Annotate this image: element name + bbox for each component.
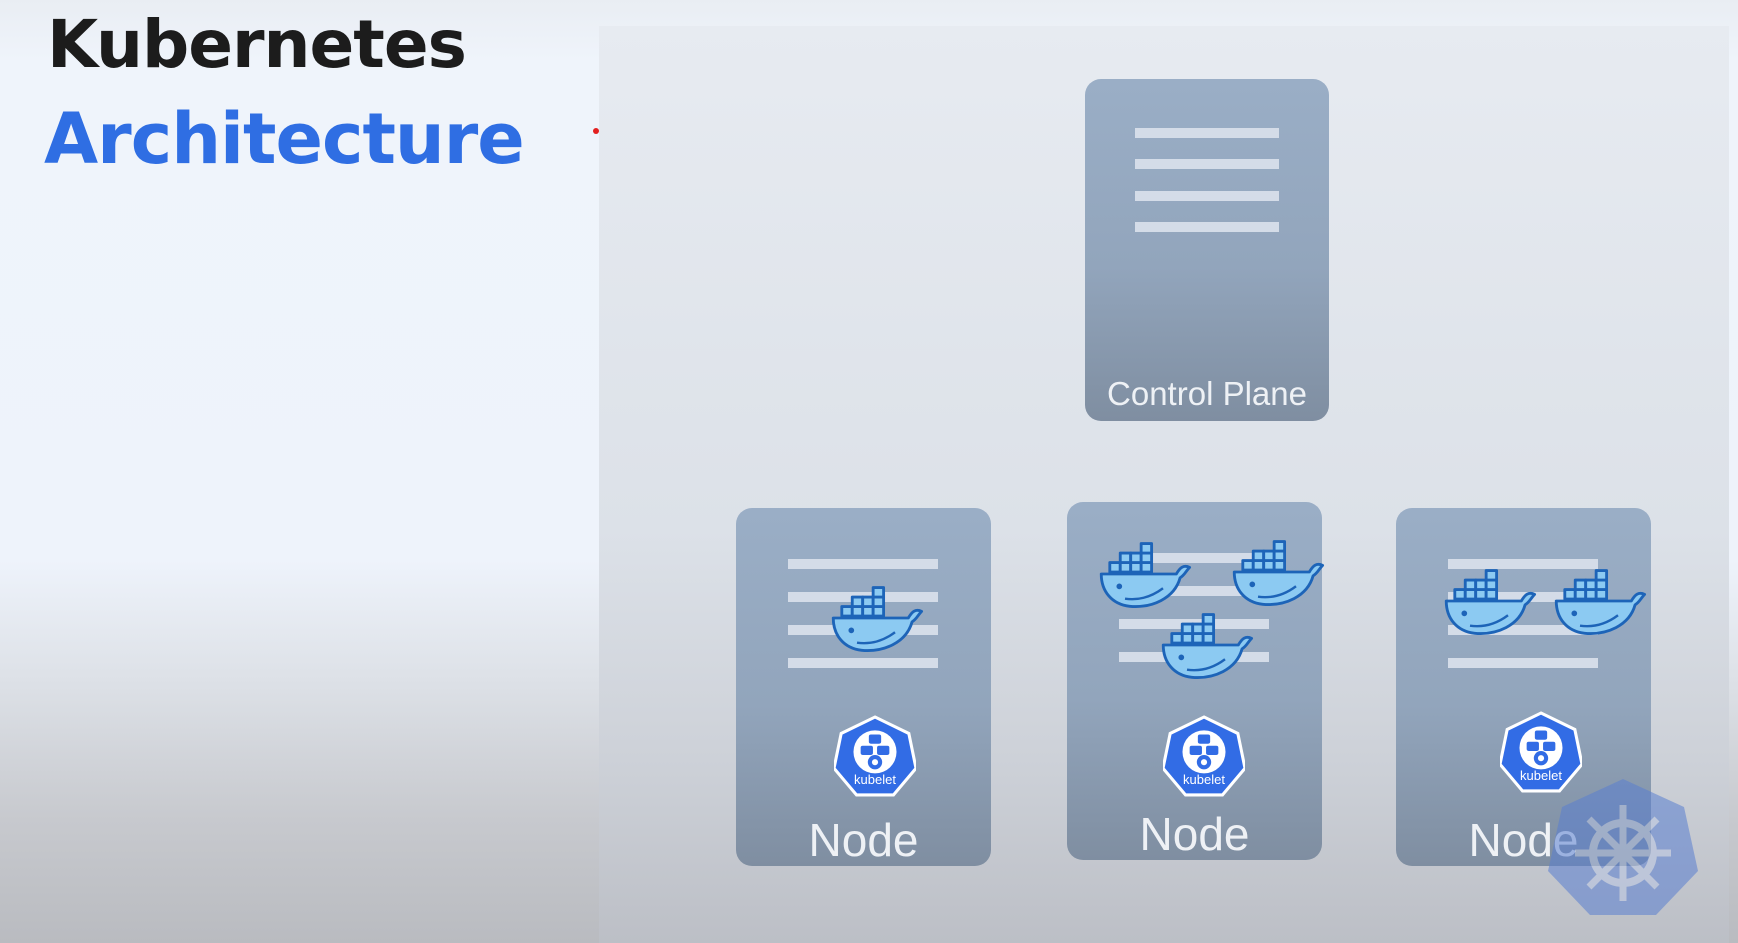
node-line	[1448, 658, 1598, 668]
kubelet-label: kubelet	[1520, 768, 1562, 783]
control-plane-box: Control Plane	[1085, 79, 1329, 421]
node-box: kubelet Node	[1067, 502, 1322, 860]
kubernetes-helm-icon	[1548, 779, 1698, 915]
control-plane-line	[1135, 128, 1279, 138]
docker-whale-icon	[1229, 534, 1325, 610]
docker-whale-icon	[1158, 607, 1254, 683]
node-label: Node	[1139, 808, 1250, 860]
control-plane-label: Control Plane	[1107, 375, 1307, 412]
node-box: kubelet Node	[736, 508, 991, 866]
node-line	[1119, 586, 1269, 596]
page-title-line-1: Kubernetes	[47, 6, 467, 83]
docker-whale-icon	[1096, 536, 1192, 612]
control-plane-line	[1135, 159, 1279, 169]
node-line	[788, 658, 938, 668]
kubelet-label: kubelet	[1183, 772, 1225, 787]
node-line	[1448, 625, 1598, 635]
laser-pointer-dot	[593, 128, 599, 134]
kubelet-icon: kubelet	[834, 715, 916, 797]
node-line	[1119, 553, 1269, 563]
kubelet-label: kubelet	[854, 772, 896, 787]
docker-whale-icon	[828, 580, 924, 656]
node-line	[1448, 559, 1598, 569]
control-plane-line	[1135, 222, 1279, 232]
node-label: Node	[808, 814, 919, 866]
kubelet-icon: kubelet	[1163, 715, 1245, 797]
page-title-line-2: Architecture	[44, 98, 525, 180]
docker-whale-icon	[1551, 563, 1647, 639]
kubelet-icon: kubelet	[1500, 711, 1582, 793]
node-line	[788, 559, 938, 569]
docker-whale-icon	[1441, 563, 1537, 639]
control-plane-line	[1135, 191, 1279, 201]
